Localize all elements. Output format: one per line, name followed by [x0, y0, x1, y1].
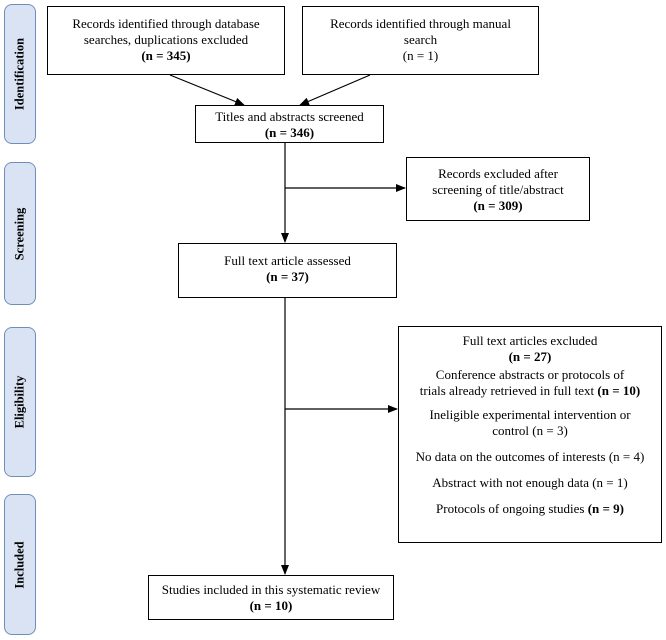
included-count: (n = 10)	[249, 598, 293, 613]
box-manual-records: Records identified through manual search…	[302, 6, 539, 75]
database-line1: Records identified through database	[72, 16, 260, 31]
box-database-records: Records identified through database sear…	[47, 6, 285, 75]
phase-included-label: Included	[12, 540, 27, 589]
reason-conference-text: trials already retrieved in full text	[419, 383, 598, 398]
reason-abstract-insufficient: Abstract with not enough data (n = 1)	[432, 475, 628, 490]
reason-no-outcome-data: No data on the outcomes of interests (n …	[415, 449, 645, 464]
reason-conference-line2: trials already retrieved in full text (n…	[399, 383, 661, 399]
screened-line1: Titles and abstracts screened	[215, 109, 364, 124]
phase-eligibility: Eligibility	[4, 327, 36, 477]
fulltext-count: (n = 37)	[266, 269, 309, 284]
reason-intervention-line2: control (n = 3)	[492, 423, 568, 438]
reason-ongoing-text: Protocols of ongoing studies	[436, 501, 588, 516]
included-line1: Studies included in this systematic revi…	[161, 582, 381, 597]
box-full-text-excluded: Full text articles excluded (n = 27) Con…	[398, 326, 662, 543]
reason-ongoing-protocols: Protocols of ongoing studies (n = 9)	[399, 501, 661, 517]
phase-identification-label: Identification	[12, 37, 27, 111]
arrow-manual-to-screened	[299, 74, 371, 106]
box-full-text-assessed: Full text article assessed (n = 37)	[178, 243, 397, 298]
excluded-screening-line1: Records excluded after	[438, 166, 558, 181]
phase-identification: Identification	[4, 4, 36, 144]
excluded-fulltext-title: Full text articles excluded	[462, 333, 598, 348]
phase-screening: Screening	[4, 162, 36, 305]
reason-ongoing-count: (n = 9)	[587, 501, 624, 516]
phase-included: Included	[4, 494, 36, 635]
excluded-screening-line2: screening of title/abstract	[432, 182, 564, 197]
database-count: (n = 345)	[141, 48, 191, 63]
phase-eligibility-label: Eligibility	[12, 375, 27, 429]
reason-conference-line1: Conference abstracts or protocols of	[435, 367, 625, 382]
database-line2: searches, duplications excluded	[83, 32, 249, 47]
phase-screening-label: Screening	[12, 207, 27, 260]
manual-line2: search	[403, 32, 438, 47]
reason-conference-count: (n = 10)	[597, 383, 641, 398]
reason-intervention-line1: Ineligible experimental intervention or	[429, 407, 631, 422]
manual-count: (n = 1)	[402, 48, 439, 63]
screened-count: (n = 346)	[264, 125, 315, 140]
excluded-fulltext-count: (n = 27)	[508, 349, 552, 364]
box-titles-abstracts-screened: Titles and abstracts screened (n = 346)	[195, 105, 384, 143]
manual-line1: Records identified through manual	[330, 16, 511, 31]
box-studies-included: Studies included in this systematic revi…	[148, 575, 394, 620]
excluded-screening-count: (n = 309)	[473, 198, 523, 213]
fulltext-line1: Full text article assessed	[224, 253, 351, 268]
arrow-database-to-screened	[169, 74, 245, 106]
box-records-excluded-screening: Records excluded after screening of titl…	[406, 157, 590, 221]
